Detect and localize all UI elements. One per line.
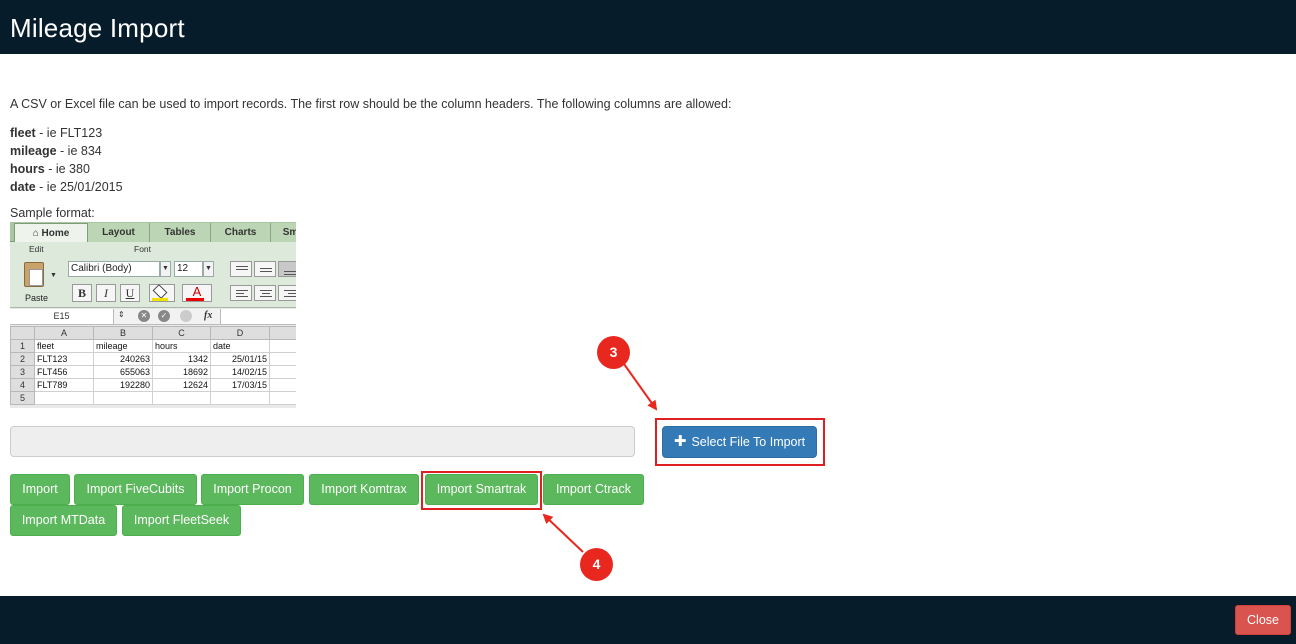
font-name-dropdown-icon: ▼: [160, 261, 171, 277]
header-bar: Mileage Import: [0, 0, 1296, 54]
table-cell: [269, 378, 296, 392]
align-left-icon: [230, 285, 252, 301]
fill-color-icon: [149, 284, 175, 302]
step-badge-3: 3: [597, 336, 630, 369]
selected-file-field[interactable]: [10, 426, 635, 457]
excel-ribbon-tabs: ⌂ Home Layout Tables Charts Sm: [10, 222, 296, 242]
italic-icon: I: [96, 284, 116, 302]
column-item-hours: hours - ie 380: [10, 162, 90, 176]
excel-tab-smartart: Sm: [271, 223, 296, 242]
bold-icon: B: [72, 284, 92, 302]
table-row: 1 fleet mileage hours date: [10, 339, 296, 353]
fx-icon: fx: [204, 310, 213, 321]
table-cell: FLT456: [34, 365, 94, 379]
import-mtdata-button[interactable]: Import MTData: [10, 505, 117, 536]
underline-icon: U: [120, 284, 140, 302]
excel-tab-layout: Layout: [88, 223, 150, 242]
confirm-formula-icon: ✓: [158, 310, 170, 322]
table-cell: 18692: [152, 365, 211, 379]
arrow-to-import-smartrak: [542, 513, 584, 553]
table-cell: 192280: [93, 378, 153, 392]
excel-formula-bar: E15 ⇕ ✕ ✓ fx: [10, 309, 296, 325]
highlight-select-file: [655, 418, 825, 466]
excel-group-edit: Edit: [29, 244, 44, 254]
import-komtrax-button[interactable]: Import Komtrax: [309, 474, 419, 505]
import-fleetseek-button[interactable]: Import FleetSeek: [122, 505, 241, 536]
table-cell: [269, 391, 296, 405]
table-cell: 17/03/15: [210, 378, 270, 392]
table-cell: [34, 391, 94, 405]
font-color-icon: A: [182, 284, 212, 302]
column-item-date: date - ie 25/01/2015: [10, 180, 123, 194]
table-cell: 1342: [152, 352, 211, 366]
table-row: 2 FLT123 240263 1342 25/01/15: [10, 352, 296, 366]
excel-tab-charts: Charts: [211, 223, 271, 242]
step-badge-4: 4: [580, 548, 613, 581]
table-cell: [152, 391, 211, 405]
column-item-mileage: mileage - ie 834: [10, 144, 102, 158]
import-button[interactable]: Import: [10, 474, 70, 505]
arrow-to-select-file: [623, 363, 658, 411]
table-cell: 25/01/15: [210, 352, 270, 366]
select-file-button[interactable]: ✚Select File To Import: [662, 426, 817, 458]
align-top-icon: [230, 261, 252, 277]
table-cell: fleet: [34, 339, 94, 353]
cell-reference-stepper-icon: ⇕: [118, 310, 125, 319]
table-cell: [269, 339, 296, 353]
formula-builder-icon: [180, 310, 192, 322]
import-fivecubits-button[interactable]: Import FiveCubits: [74, 474, 197, 505]
align-middle-icon: [254, 261, 276, 277]
highlight-import-smartrak: [421, 471, 542, 510]
sample-format-image: ⌂ Home Layout Tables Charts Sm Edit Font…: [10, 222, 296, 408]
import-ctrack-button[interactable]: Import Ctrack: [543, 474, 644, 505]
cell-reference-box: E15: [10, 309, 114, 324]
excel-tab-tables: Tables: [150, 223, 211, 242]
close-button[interactable]: Close: [1235, 605, 1291, 635]
table-cell: [93, 391, 153, 405]
import-procon-button[interactable]: Import Procon: [201, 474, 304, 505]
home-icon: ⌂: [32, 228, 39, 239]
table-cell: date: [210, 339, 270, 353]
intro-text: A CSV or Excel file can be used to impor…: [10, 97, 732, 111]
excel-tab-home: ⌂ Home: [14, 223, 88, 242]
column-header: B: [93, 326, 153, 340]
excel-group-font: Font: [134, 244, 152, 254]
column-header: D: [210, 326, 270, 340]
align-center-icon: [254, 285, 276, 301]
row-number: 3: [10, 365, 35, 379]
column-item-fleet: fleet - ie FLT123: [10, 126, 103, 140]
column-list: fleet - ie FLT123 mileage - ie 834 hours…: [10, 124, 123, 196]
column-header: C: [152, 326, 211, 340]
excel-grid: A B C D 1 fleet mileage hours date 2 FLT…: [10, 326, 296, 405]
table-cell: mileage: [93, 339, 153, 353]
formula-input: [220, 309, 296, 324]
table-cell: FLT123: [34, 352, 94, 366]
column-header: A: [34, 326, 94, 340]
align-right-icon: [278, 285, 296, 301]
footer-bar: [0, 596, 1296, 644]
paste-label: Paste: [25, 293, 49, 303]
align-bottom-icon: [278, 261, 296, 277]
font-name-field: Calibri (Body): [68, 261, 160, 277]
cancel-formula-icon: ✕: [138, 310, 150, 322]
sample-format-label: Sample format:: [10, 206, 95, 220]
paste-icon: [24, 262, 44, 287]
table-row: 5: [10, 391, 296, 405]
page-title: Mileage Import: [10, 13, 185, 43]
column-header-row: A B C D: [10, 326, 296, 340]
paste-dropdown-icon: ▼: [50, 272, 57, 279]
row-number: 5: [10, 391, 35, 405]
import-smartrak-button[interactable]: Import Smartrak: [425, 474, 538, 505]
table-cell: FLT789: [34, 378, 94, 392]
plus-icon: ✚: [673, 433, 687, 450]
font-size-dropdown-icon: ▼: [203, 261, 214, 277]
font-size-field: 12: [174, 261, 203, 277]
